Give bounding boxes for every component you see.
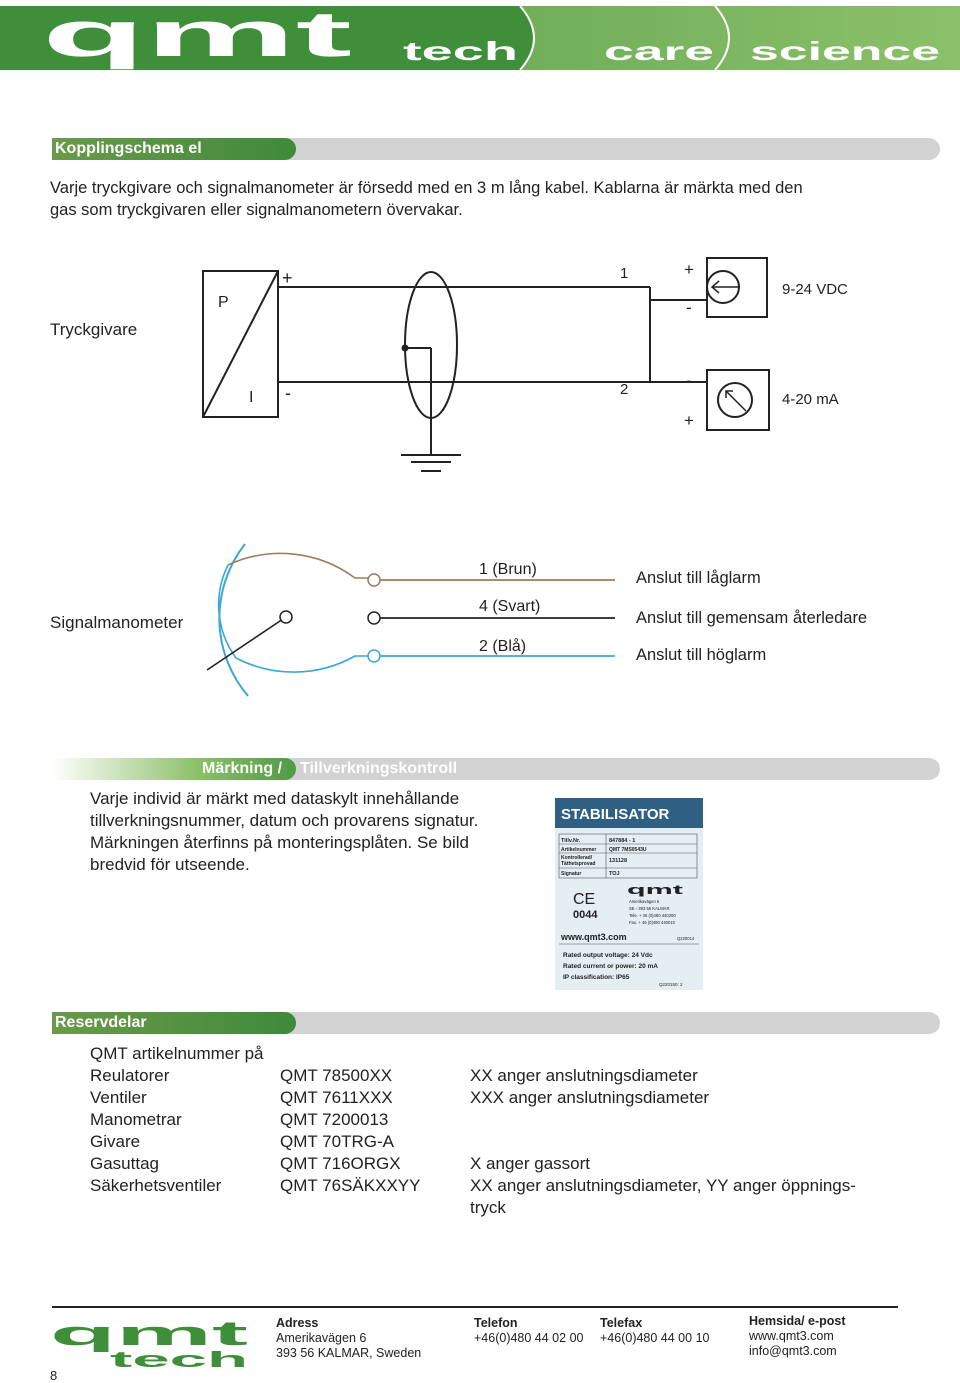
intro-line-2: gas som tryckgivaren eller signalmanomet… — [50, 201, 463, 219]
label-wire-2: 2 — [620, 381, 628, 398]
plate-spec2: Rated current or power: 20 mA — [563, 963, 658, 970]
footer-logo-tech: tech — [110, 1347, 248, 1370]
label-supply-plus: + — [684, 260, 694, 279]
part-code: QMT 7611XXX — [280, 1088, 393, 1107]
footer-email-link[interactable]: info@qmt3.com — [749, 1344, 837, 1358]
section-title-markning-a: Märkning / — [202, 760, 283, 777]
header-tab-science: science — [750, 36, 940, 66]
part-note: XX anger anslutningsdiameter, YY anger ö… — [470, 1176, 856, 1195]
label-signal-current: 4-20 mA — [782, 391, 839, 408]
plate-code: Q220150: 2 — [659, 982, 683, 987]
part-code: QMT 7200013 — [280, 1110, 389, 1129]
footer-adress-line2: 393 56 KALMAR, Sweden — [276, 1346, 422, 1360]
section-bar-kopplingschema: Kopplingschema el — [52, 138, 940, 160]
section-bar-reservdelar: Reservdelar — [52, 1012, 940, 1034]
plate-row2-key: Artikelnummer — [561, 847, 596, 853]
markning-line-3: Märkningen återfinns på monteringsplåten… — [90, 833, 469, 852]
part-note: XX anger anslutningsdiameter — [470, 1066, 698, 1085]
data-plate-image: STABILISATOR Tillv.Nr. 847884 - 1 Artike… — [555, 798, 703, 990]
part-name: Givare — [90, 1132, 141, 1151]
part-code: QMT 716ORGX — [280, 1154, 401, 1173]
label-supply-minus: - — [686, 298, 692, 317]
markning-line-1: Varje individ är märkt med dataskylt inn… — [90, 789, 460, 808]
header-tab-care: care — [604, 36, 714, 66]
plate-fax: Fax. + 46 (0)480 440010 — [629, 920, 676, 925]
footer-adress-heading: Adress — [276, 1316, 319, 1330]
part-note: X anger gassort — [470, 1154, 591, 1173]
label-minus-bottom: - — [285, 383, 291, 403]
header-banner: qmt tech care science — [0, 0, 960, 71]
label-conn-high: Anslut till höglarm — [636, 646, 766, 664]
page-number: 8 — [50, 1368, 58, 1383]
label-tryckgivare: Tryckgivare — [50, 320, 137, 339]
section-title-kopplingschema: Kopplingschema el — [52, 138, 296, 160]
footer-logo: qmt tech — [50, 1318, 248, 1370]
part-name: Reulatorer — [90, 1066, 170, 1085]
label-supply-voltage: 9-24 VDC — [782, 281, 848, 298]
footer-telefax-heading: Telefax — [600, 1316, 643, 1330]
label-wire-1: 1 — [620, 265, 628, 282]
plate-row3-value: 131128 — [609, 858, 627, 864]
plate-spec1: Rated output voltage: 24 Vdc — [563, 952, 653, 959]
part-name: Säkerhetsventiler — [90, 1176, 222, 1195]
label-wire-svart: 4 (Svart) — [479, 598, 540, 615]
section-title-markning-b: Tillverkningskontroll — [300, 760, 458, 777]
header-tab-tech: tech — [403, 36, 518, 66]
section-title-reservdelar: Reservdelar — [52, 1012, 296, 1034]
markning-line-4: bredvid för utseende. — [90, 855, 250, 874]
label-wire-brun: 1 (Brun) — [479, 561, 537, 578]
label-signalmanometer: Signalmanometer — [50, 613, 184, 632]
plate-logo: qmt — [627, 882, 685, 897]
plate-tel: Tele. + 46 (0)480 440200 — [629, 913, 676, 918]
plate-addr2: SE - 393 56 KALMAR — [629, 906, 670, 911]
part-note-continued: tryck — [470, 1198, 506, 1217]
wiring-diagram-signalmanometer: Signalmanometer 1 (Brun) 4 (Svart) 2 (Bl… — [50, 543, 867, 697]
markning-line-2: tillverkningsnummer, datum och provarens… — [90, 811, 479, 830]
label-conn-common: Anslut till gemensam återledare — [636, 609, 867, 627]
plate-spec3: IP classification: IP65 — [563, 974, 630, 981]
plate-small-code: Q220014 — [677, 936, 695, 941]
part-name: Manometrar — [90, 1110, 182, 1129]
plate-row3-key1: Kontrollerad/ — [561, 855, 593, 861]
plate-row2-value: QMT 7MS0543U — [609, 847, 647, 853]
section-bar-markning-gradient — [52, 758, 296, 780]
plate-title: STABILISATOR — [561, 806, 670, 823]
plate-row1-key: Tillv.Nr. — [561, 838, 581, 844]
part-note: XXX anger anslutningsdiameter — [470, 1088, 710, 1107]
footer-rule — [52, 1306, 898, 1308]
plate-row1-value: 847884 - 1 — [609, 838, 635, 844]
footer-telefon-heading: Telefon — [474, 1316, 518, 1330]
part-name: Ventiler — [90, 1088, 147, 1107]
label-wire-bla: 2 (Blå) — [479, 637, 526, 655]
label-p: P — [218, 294, 229, 311]
wiring-diagram-tryckgivare: Tryckgivare P I + - 1 2 + - - + 9-24 VDC… — [50, 257, 848, 472]
footer-web-heading: Hemsida/ e-post — [749, 1314, 846, 1328]
part-code: QMT 76SÄKXXYY — [280, 1176, 421, 1195]
part-code: QMT 78500XX — [280, 1066, 393, 1085]
parts-heading: QMT artikelnummer på — [90, 1044, 264, 1063]
footer-logo-qmt: qmt — [50, 1318, 248, 1353]
plate-ce-number: 0044 — [573, 909, 598, 921]
header-logo: qmt — [42, 0, 352, 70]
plate-addr1: Amerikavägen 6 — [629, 899, 660, 904]
label-meter-plus: + — [684, 411, 694, 430]
footer-adress-line1: Amerikavägen 6 — [276, 1331, 367, 1345]
plate-row3-key2: Täthetsprovad — [561, 861, 595, 867]
plate-web: www.qmt3.com — [560, 932, 627, 942]
label-i: I — [249, 389, 253, 406]
label-conn-low: Anslut till låglarm — [636, 569, 761, 587]
plate-ce-mark: CE — [573, 891, 595, 908]
label-meter-minus: - — [686, 371, 692, 390]
plate-row4-value: TOJ — [609, 871, 620, 877]
section-bar-markning: Märkning / Tillverkningskontroll — [52, 758, 940, 780]
footer-telefon: +46(0)480 44 02 00 — [474, 1331, 584, 1345]
intro-line-1: Varje tryckgivare och signalmanometer är… — [50, 179, 803, 197]
part-name: Gasuttag — [90, 1154, 159, 1173]
footer-web-link[interactable]: www.qmt3.com — [749, 1329, 834, 1343]
plate-row4-key: Signatur — [561, 871, 581, 877]
footer-telefax: +46(0)480 44 00 10 — [600, 1331, 710, 1345]
label-plus-top: + — [282, 268, 293, 288]
part-code: QMT 70TRG-A — [280, 1132, 394, 1151]
